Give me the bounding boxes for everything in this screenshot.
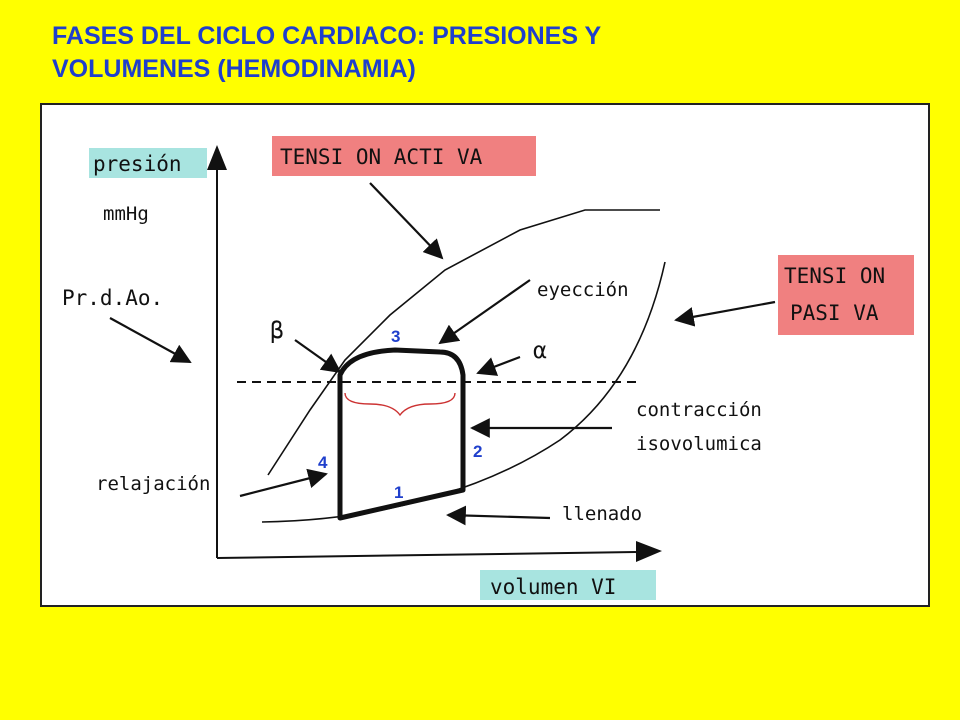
arrow-llenado — [446, 505, 551, 526]
arrow-tension-pasiva — [674, 300, 776, 327]
pr-d-ao-label: Pr.d.Ao. — [62, 286, 163, 310]
arrow-alpha — [476, 355, 521, 376]
title-line-2: VOLUMENES (HEMODINAMIA) — [52, 55, 416, 83]
arrow-relajacion — [239, 468, 328, 498]
llenado-label: llenado — [562, 503, 642, 525]
phase-label-3: 3 — [391, 327, 400, 346]
pressure-volume-loop — [337, 347, 466, 521]
arrow-beta — [294, 339, 342, 374]
x-axis-label: volumen VI — [490, 575, 616, 599]
arrow-pr-d-ao — [109, 317, 192, 363]
eyeccion-label: eyección — [537, 279, 629, 301]
y-axis-unit: mmHg — [103, 203, 149, 225]
tension-activa-box — [272, 136, 536, 176]
arrow-tension-activa — [369, 182, 444, 260]
beta-label: β — [270, 318, 284, 344]
tension-activa-label: TENSI ON ACTI VA — [280, 145, 483, 169]
relajacion-label: relajación — [96, 473, 210, 495]
phase-label-2: 2 — [473, 442, 482, 461]
x-axis-arrow-icon — [636, 541, 662, 562]
alpha-label: α — [533, 338, 547, 364]
y-axis-label: presión — [93, 152, 182, 176]
page-title: FASES DEL CICLO CARDIACO: PRESIONES Y VO… — [52, 20, 912, 86]
title-line-1: FASES DEL CICLO CARDIACO: PRESIONES Y — [52, 22, 602, 50]
active-tension-curve — [267, 209, 660, 476]
contraccion-label-1: contracción — [636, 399, 762, 421]
tension-pasiva-label-2: PASI VA — [790, 301, 879, 325]
x-label-box — [480, 570, 656, 600]
y-label-box — [89, 148, 207, 178]
y-axis-arrow-icon — [207, 145, 227, 170]
contraccion-label-2: isovolumica — [636, 433, 762, 455]
phase-label-4: 4 — [318, 453, 328, 472]
tension-pasiva-box — [778, 255, 914, 335]
arrow-eyeccion — [438, 279, 531, 345]
phase-label-1: 1 — [394, 483, 403, 502]
ejection-brace — [344, 392, 456, 417]
x-axis — [216, 551, 641, 559]
tension-pasiva-label-1: TENSI ON — [784, 264, 885, 288]
